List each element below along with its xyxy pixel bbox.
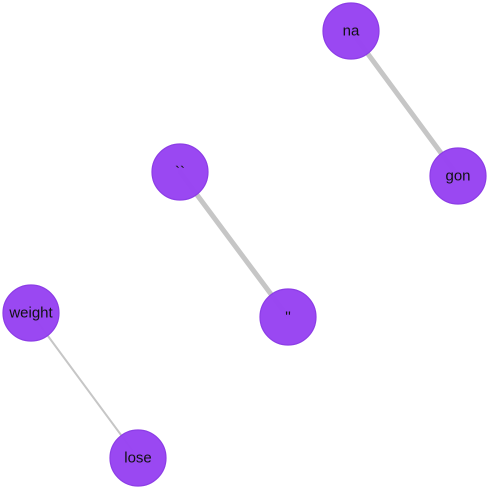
node-close_quote[interactable]: ''	[259, 288, 317, 346]
node-open_quote[interactable]: ``	[151, 143, 209, 201]
node-weight[interactable]: weight	[2, 284, 60, 342]
nodes-layer: na gon `` '' weight lose	[2, 2, 487, 487]
node-label-na: na	[343, 23, 360, 40]
node-label-gon: gon	[445, 168, 470, 185]
node-circle-gon[interactable]	[429, 147, 487, 205]
node-label-open_quote: ``	[175, 164, 185, 181]
node-gon[interactable]: gon	[429, 147, 487, 205]
edge-weight-lose	[30, 312, 139, 459]
node-label-weight: weight	[8, 305, 53, 322]
node-label-close_quote: ''	[285, 309, 291, 326]
node-circle-weight[interactable]	[2, 284, 60, 342]
node-lose[interactable]: lose	[109, 429, 167, 487]
edges-layer	[30, 28, 461, 459]
node-circle-na[interactable]	[322, 2, 380, 60]
node-na[interactable]: na	[322, 2, 380, 60]
node-circle-open_quote[interactable]	[151, 143, 209, 201]
edge-na-gon	[348, 28, 461, 179]
node-circle-lose[interactable]	[109, 429, 167, 487]
node-circle-close_quote[interactable]	[259, 288, 317, 346]
node-label-lose: lose	[124, 450, 152, 467]
edge-open_quote-close_quote	[177, 169, 291, 320]
